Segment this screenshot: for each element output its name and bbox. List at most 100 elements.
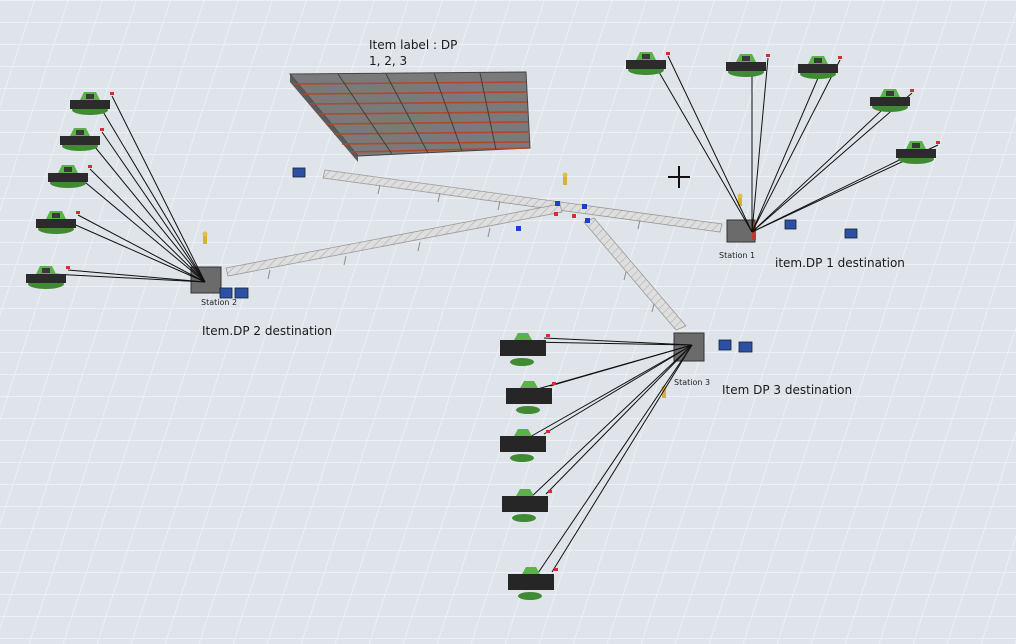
operator-station1 (737, 193, 743, 206)
processor-dp3-2[interactable] (506, 381, 556, 414)
processor-body (26, 274, 66, 283)
connection-line (111, 95, 206, 283)
station-3-queues[interactable] (718, 339, 753, 353)
processor-dp3-4[interactable] (502, 489, 552, 522)
processor-body (500, 340, 546, 356)
connection-line (61, 218, 206, 283)
processor-input-port (546, 334, 550, 337)
connection-line (751, 57, 769, 233)
processor-body (48, 173, 88, 182)
connection-line (73, 172, 206, 283)
conveyor-station2[interactable] (225, 203, 563, 277)
rack-queue[interactable] (292, 167, 306, 178)
processor-body (798, 64, 838, 73)
connection-line (533, 344, 693, 391)
processor-base (510, 358, 534, 366)
connection-line (85, 135, 206, 283)
processor-head (742, 56, 750, 61)
processor-input-port (936, 141, 940, 144)
station-2-queues[interactable] (219, 287, 249, 299)
mouse-crosshair-cursor (668, 166, 690, 188)
processor-top (514, 333, 532, 340)
processor-body (502, 496, 548, 512)
station-1-queues[interactable] (784, 219, 858, 239)
connection-line (51, 273, 206, 283)
connection-line (651, 59, 753, 233)
processor-dp3-3[interactable] (500, 429, 550, 462)
item-label-annotation: Item label : DP 1, 2, 3 (369, 38, 458, 68)
dp3-destination-annotation: Item DP 3 destination (722, 383, 853, 397)
processor-top (514, 429, 532, 436)
dp1-destination-annotation: item.DP 1 destination (775, 256, 905, 270)
processor-dp2-1[interactable] (70, 92, 114, 115)
connection-lines (51, 55, 939, 577)
processor-head (642, 54, 650, 59)
processor-dp3-1[interactable] (500, 333, 550, 366)
processor-input-port (76, 211, 80, 214)
connection-line (543, 344, 693, 435)
processor-body (60, 136, 100, 145)
dp2-destination-annotation: Item.DP 2 destination (202, 324, 333, 338)
processor-body (508, 574, 554, 590)
processor-top (520, 381, 538, 388)
processor-head (64, 167, 72, 172)
processor-base (510, 454, 534, 462)
processor-body (726, 62, 766, 71)
connection-line (529, 344, 693, 499)
processor-input-port (110, 92, 114, 95)
processor-body (500, 436, 546, 452)
processor-input-port (554, 568, 558, 571)
conveyor-rack-to-station1[interactable] (322, 169, 723, 233)
processor-top (522, 567, 540, 574)
station-3-label: Station 3 (674, 378, 710, 387)
processor-input-port (88, 165, 92, 168)
connection-line (101, 131, 206, 283)
processor-dp1-3[interactable] (798, 56, 842, 79)
conveyor-station3[interactable] (583, 217, 687, 331)
processor-input-port (552, 382, 556, 385)
connection-line (89, 168, 206, 283)
processor-input-port (666, 52, 670, 55)
processor-body (70, 100, 110, 109)
processor-dp2-5[interactable] (26, 266, 70, 289)
connection-line (67, 269, 206, 283)
connection-line (95, 99, 206, 283)
processor-base (512, 514, 536, 522)
connection-line (551, 344, 693, 573)
processor-head (912, 143, 920, 148)
processor-dp3-5[interactable] (508, 567, 558, 600)
connection-line (751, 96, 897, 233)
connection-line (667, 55, 753, 233)
processor-dp2-4[interactable] (36, 211, 80, 234)
connection-line (751, 92, 913, 233)
transfer-items (516, 201, 590, 231)
processor-input-port (546, 430, 550, 433)
connection-line (77, 214, 206, 283)
processor-input-port (910, 89, 914, 92)
processor-dp1-4[interactable] (870, 89, 914, 112)
connection-line (543, 337, 693, 346)
processor-input-port (66, 266, 70, 269)
processor-input-port (100, 128, 104, 131)
processor-input-port (766, 54, 770, 57)
operator-station2 (202, 231, 208, 244)
processor-head (886, 91, 894, 96)
connection-line (535, 344, 693, 577)
processor-dp1-5[interactable] (896, 141, 940, 164)
processor-body (36, 219, 76, 228)
processor-head (42, 268, 50, 273)
processor-top (516, 489, 534, 496)
processor-dp1-2[interactable] (726, 54, 770, 77)
processor-dp2-3[interactable] (48, 165, 92, 188)
processor-dp1-1[interactable] (626, 52, 670, 75)
processor-dp2-2[interactable] (60, 128, 104, 151)
processors[interactable] (26, 52, 940, 600)
connection-line (751, 148, 923, 233)
connection-line (545, 344, 693, 495)
processor-body (626, 60, 666, 69)
processor-input-port (548, 490, 552, 493)
storage-rack[interactable] (288, 71, 531, 162)
station-2-label: Station 2 (201, 298, 237, 307)
